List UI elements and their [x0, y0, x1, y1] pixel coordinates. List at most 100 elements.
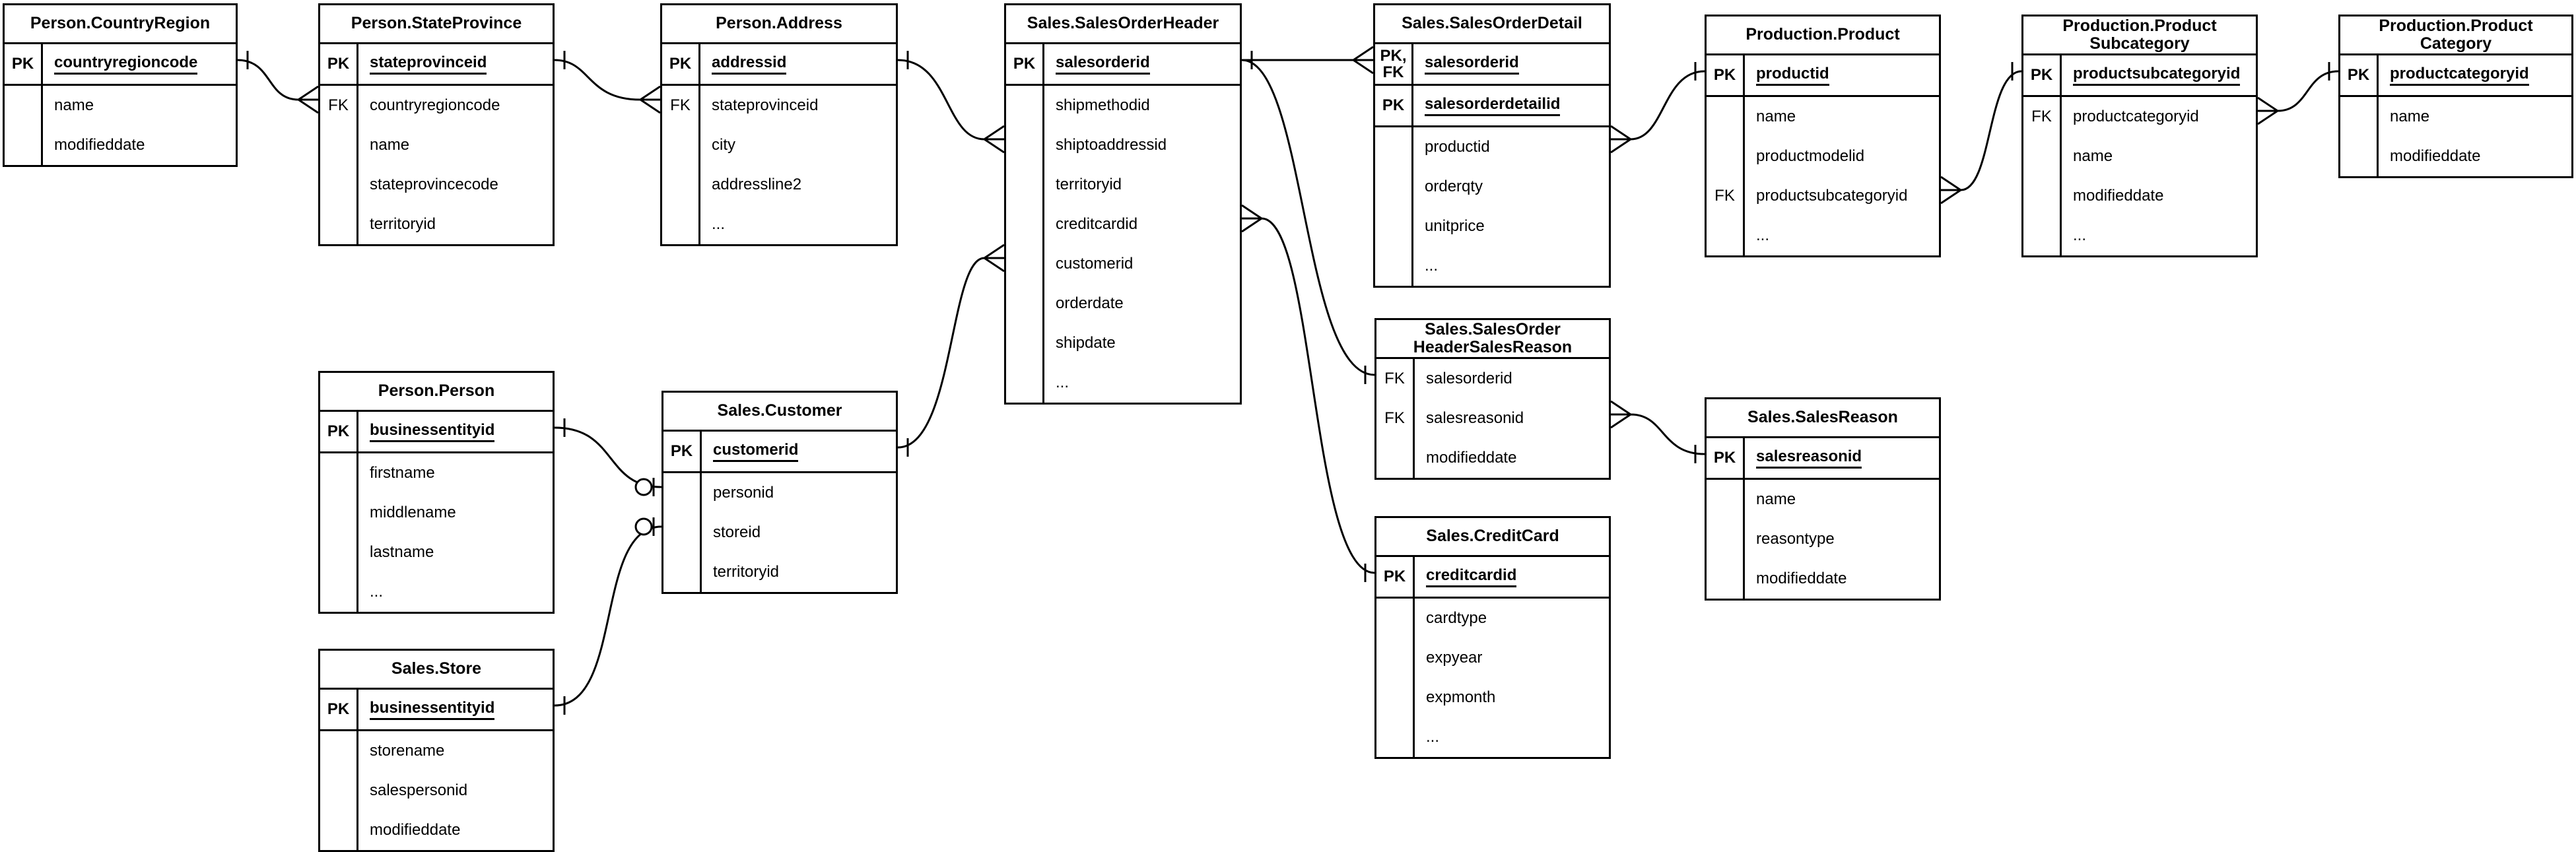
attribute-name: modifieddate [1745, 559, 1939, 599]
attribute-name: salesorderid [1415, 359, 1609, 399]
key-label [2340, 137, 2379, 176]
attribute-text: name [54, 96, 94, 114]
attribute-name: creditcardid [1044, 205, 1240, 244]
attribute-text: countryregioncode [54, 53, 198, 75]
attribute-row: unitprice [1375, 207, 1609, 246]
rel-salesorderheader-headersalesreason [1241, 59, 1375, 384]
attribute-name: salesorderid [1413, 44, 1609, 84]
attribute-name: name [43, 86, 236, 125]
attribute-name: shipdate [1044, 323, 1240, 363]
attribute-section: PK salesorderdetailid [1375, 84, 1609, 125]
key-label [662, 125, 700, 165]
key-label: PK [320, 412, 358, 451]
attribute-name: territoryid [1044, 165, 1240, 205]
attribute-name: customerid [1044, 244, 1240, 284]
attribute-row: ... [320, 572, 553, 612]
attribute-name: territoryid [702, 552, 896, 592]
attribute-row: cardtype [1376, 599, 1609, 638]
key-label: FK [662, 86, 700, 125]
attribute-text: unitprice [1425, 217, 1485, 235]
attribute-row: productid [1375, 127, 1609, 167]
attribute-name: territoryid [358, 205, 553, 244]
key-label: PK [5, 44, 43, 84]
attribute-row: ... [2023, 216, 2256, 255]
attribute-name: reasontype [1745, 519, 1939, 559]
entity-title: Sales.Customer [663, 393, 896, 432]
entity-title: Person.Person [320, 373, 553, 412]
attribute-name: addressid [700, 44, 896, 84]
key-label: PK [1375, 86, 1413, 125]
attribute-name: city [700, 125, 896, 165]
attribute-row: expyear [1376, 638, 1609, 678]
attribute-name: salesreasonid [1415, 399, 1609, 438]
attribute-name: salesorderid [1044, 44, 1240, 84]
rel-address-salesorderheader [897, 51, 1005, 154]
rel-salesreason-headersalesreason [1610, 400, 1705, 463]
attribute-name: modifieddate [2062, 176, 2256, 216]
attribute-name: countryregioncode [43, 44, 236, 84]
attribute-text: salesorderdetailid [1425, 95, 1561, 116]
attribute-text: ... [1425, 257, 1439, 275]
key-label: PK [2340, 55, 2379, 95]
attribute-row: PK countryregioncode [5, 44, 236, 84]
key-label: FK [1376, 359, 1415, 399]
key-label [5, 125, 43, 165]
key-label [1375, 207, 1413, 246]
attribute-row: productmodelid [1707, 137, 1939, 176]
attribute-row: customerid [1006, 244, 1240, 284]
attribute-text: customerid [1056, 255, 1134, 273]
key-label [1707, 480, 1745, 519]
attribute-name: ... [1415, 717, 1609, 757]
attribute-text: businessentityid [370, 421, 495, 442]
attribute-row: name [2023, 137, 2256, 176]
key-label [320, 165, 358, 205]
attribute-text: ... [2073, 226, 2087, 244]
attribute-name: cardtype [1415, 599, 1609, 638]
attribute-text: orderdate [1056, 294, 1124, 312]
attribute-row: PK salesorderdetailid [1375, 86, 1609, 125]
attribute-text: expmonth [1426, 688, 1496, 706]
key-label: PK [663, 432, 702, 471]
attribute-name: customerid [702, 432, 896, 471]
attribute-name: salespersonid [358, 771, 553, 810]
attribute-text: lastname [370, 543, 434, 561]
attribute-row: shiptoaddressid [1006, 125, 1240, 165]
attribute-text: salespersonid [370, 781, 468, 799]
key-label [1376, 678, 1415, 717]
attribute-name: name [2062, 137, 2256, 176]
attribute-name: modifieddate [2379, 137, 2571, 176]
attribute-name: ... [1413, 246, 1609, 286]
attribute-name: productsubcategoryid [1745, 176, 1939, 216]
attribute-text: city [712, 136, 735, 154]
attribute-name: productmodelid [1745, 137, 1939, 176]
key-label [1707, 137, 1745, 176]
attribute-text: ... [1426, 728, 1440, 746]
rel-countryregion-stateprovince [237, 51, 319, 114]
attribute-name: stateprovinceid [358, 44, 553, 84]
attribute-name: businessentityid [358, 412, 553, 451]
attribute-text: modifieddate [1426, 449, 1517, 467]
attribute-name: salesreasonid [1745, 438, 1939, 478]
attribute-name: productid [1745, 55, 1939, 95]
attribute-name: expyear [1415, 638, 1609, 678]
key-label [320, 533, 358, 572]
attribute-row: ... [1006, 363, 1240, 403]
attribute-name: storeid [702, 513, 896, 552]
attribute-text: ... [1056, 374, 1069, 391]
